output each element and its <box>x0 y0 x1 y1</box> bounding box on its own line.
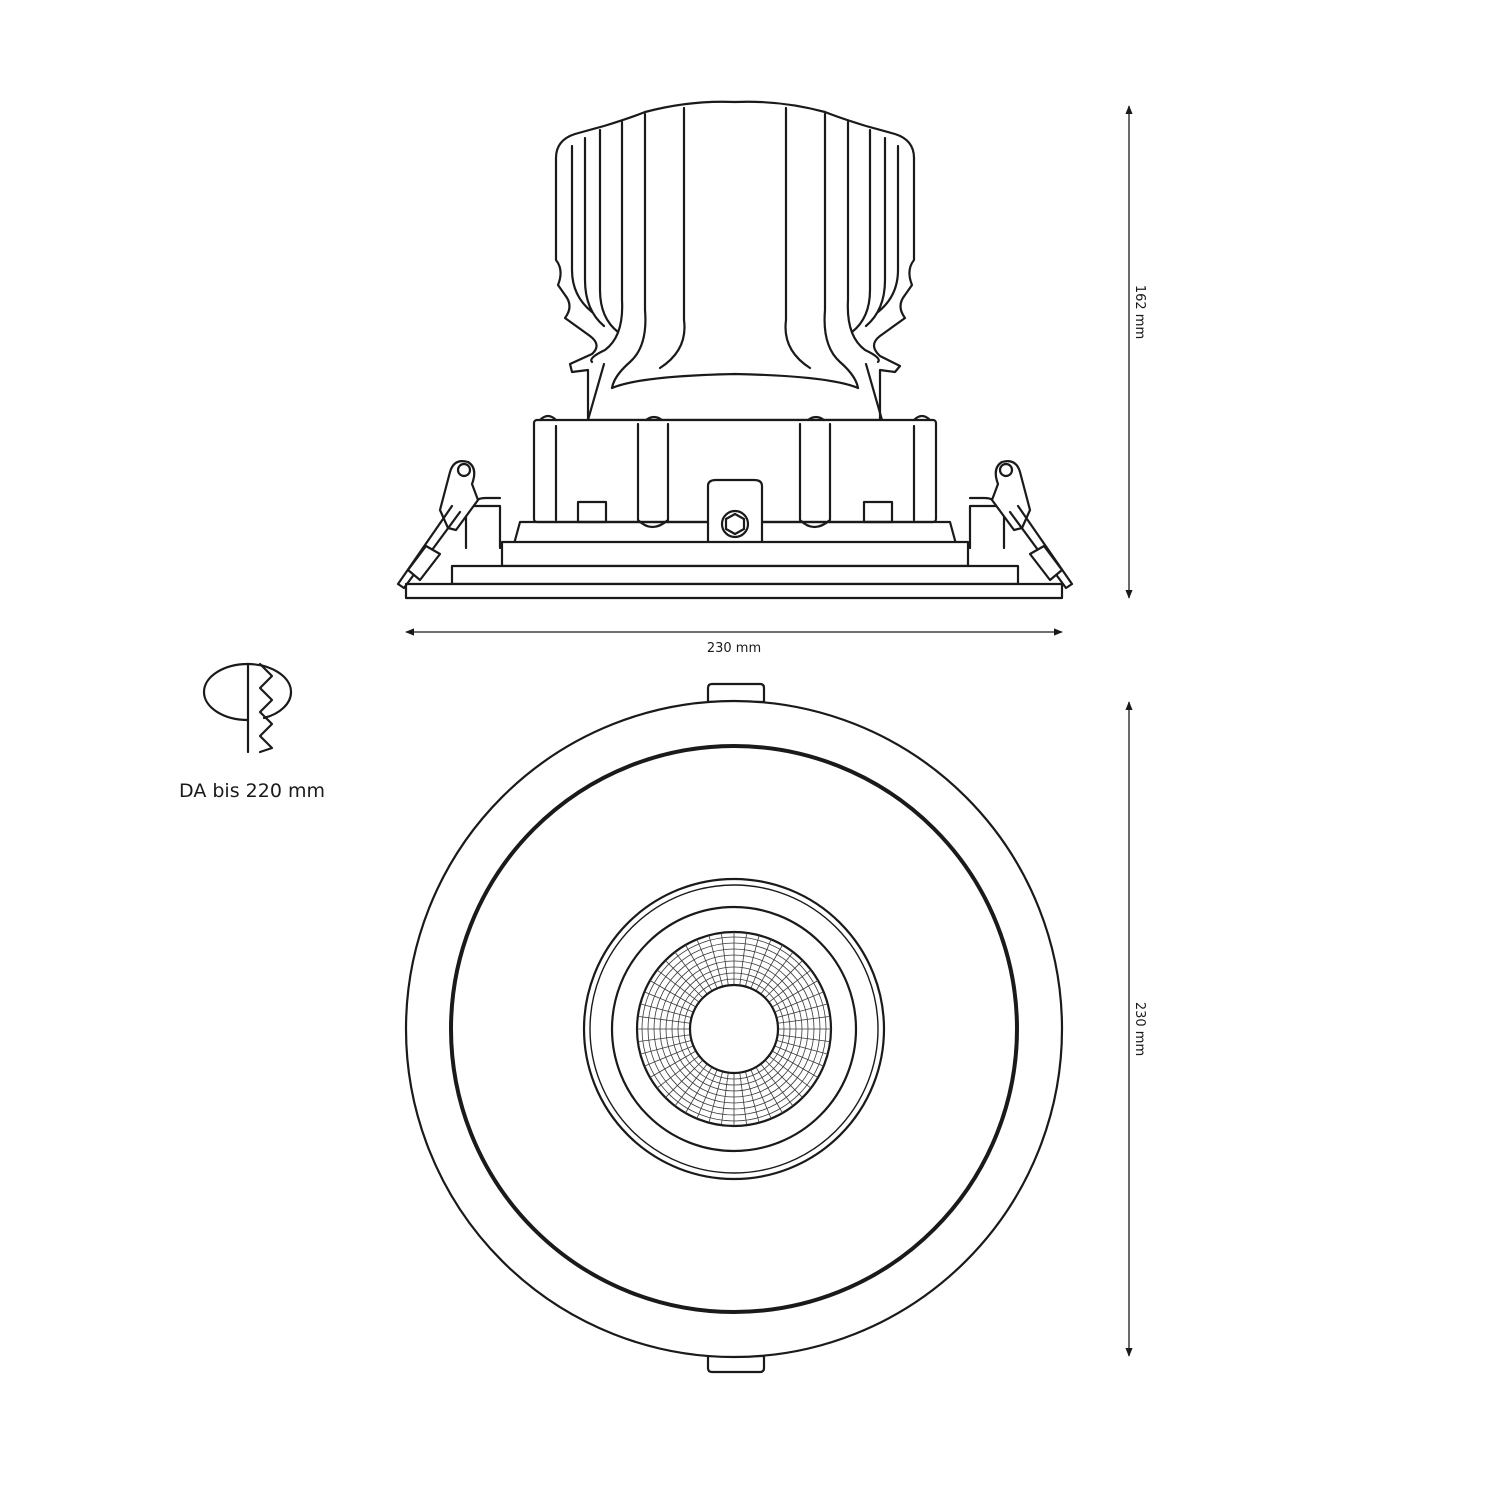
lens-radial-line <box>656 1055 700 1089</box>
lens-radial-line <box>776 1003 828 1018</box>
lens-radial-line <box>644 1045 694 1067</box>
lens-radial-line <box>637 1034 691 1043</box>
front-view <box>404 682 1064 1374</box>
spring-clip-right <box>990 460 1074 590</box>
front-diameter-label: 230 mm <box>1132 1002 1147 1056</box>
lens-radial-line <box>720 932 729 986</box>
lens-center <box>688 983 780 1075</box>
lens-radial-line <box>696 1069 718 1119</box>
side-height-label: 162 mm <box>1132 285 1147 339</box>
heat-sink <box>554 100 916 422</box>
lens-radial-line <box>771 980 819 1008</box>
top-clip-tab <box>706 682 766 704</box>
lens-radial-line <box>745 935 760 987</box>
lens-radial-line <box>665 960 704 999</box>
reflector-ring <box>589 884 879 1174</box>
reflector-outer <box>582 877 886 1181</box>
lens-radial-line <box>771 1050 819 1078</box>
lens-radial-line <box>760 951 794 995</box>
lens-radial-line <box>665 1059 704 1098</box>
dimension-side-height: 162 mm <box>1125 105 1147 599</box>
lens-radial-line <box>656 969 700 1003</box>
dimension-front-diameter: 230 mm <box>1125 701 1147 1357</box>
lens-radial-line <box>764 1059 803 1098</box>
lens-radial-line <box>774 991 824 1013</box>
lens-radial-line <box>774 1045 824 1067</box>
side-view <box>396 100 1074 600</box>
bottom-clip-tab <box>706 1354 766 1374</box>
lens-radial-line <box>755 1066 783 1114</box>
inner-bezel <box>449 744 1019 1314</box>
lens-radial-line <box>685 1066 713 1114</box>
lens-radial-line <box>696 939 718 989</box>
lens-radial-line <box>674 1063 708 1107</box>
lens-radial-line <box>708 1071 723 1123</box>
driver-housing <box>512 414 958 546</box>
lens-radial-line <box>649 1050 697 1078</box>
lens-radial-line <box>764 960 803 999</box>
lens-radial-line <box>674 951 708 995</box>
lens-radial-line <box>745 1071 760 1123</box>
lens-radial-line <box>768 969 812 1003</box>
spring-clip-left <box>396 460 480 590</box>
lens-radial-line <box>750 939 772 989</box>
lens-radial-line <box>720 1072 729 1126</box>
lens-radial-line <box>644 991 694 1013</box>
lens-radial-line <box>649 980 697 1008</box>
lens-radial-line <box>777 1034 831 1043</box>
lens-radial-line <box>640 1003 692 1018</box>
lens-grid <box>637 932 831 1126</box>
side-width-label: 230 mm <box>707 641 761 656</box>
lens-radial-line <box>640 1040 692 1055</box>
lens-holder <box>610 905 858 1153</box>
lens-radial-line <box>777 1015 831 1024</box>
base-flange <box>404 496 1064 600</box>
dimension-side-width: 230 mm <box>405 628 1063 656</box>
lens-radial-line <box>685 944 713 992</box>
lens-radial-line <box>760 1063 794 1107</box>
lens-radial-line <box>750 1069 772 1119</box>
lens-radial-line <box>637 1015 691 1024</box>
lens-radial-line <box>708 935 723 987</box>
lens-radial-line <box>739 932 748 986</box>
lens-radial-line <box>768 1055 812 1089</box>
ceiling-cutout-icon <box>202 662 293 754</box>
lens-radial-line <box>776 1040 828 1055</box>
lens-radial-line <box>755 944 783 992</box>
cutout-caption: DA bis 220 mm <box>179 780 325 802</box>
lens-radial-line <box>739 1072 748 1126</box>
